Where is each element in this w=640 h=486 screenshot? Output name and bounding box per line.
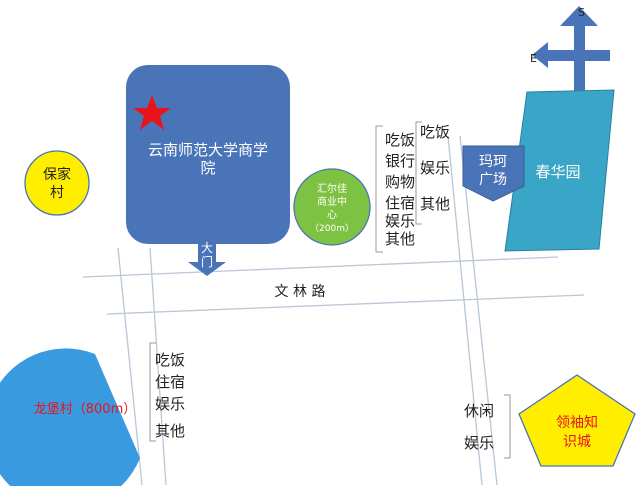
center-service-3: 购物	[385, 173, 415, 191]
compass-east-label: E	[530, 52, 537, 65]
right-services: 吃饭 娱乐 其他	[415, 121, 450, 225]
lingxiu-label-line1: 领袖知	[556, 414, 598, 431]
huierjia-label-line4: （200m）	[310, 223, 354, 234]
bottom-service-2: 住宿	[155, 373, 185, 391]
maker-plaza-label-line2: 广场	[479, 172, 507, 188]
street-left-1	[117, 247, 143, 486]
huierjia-label-line2: 商业中	[317, 195, 347, 208]
right-service-2: 娱乐	[420, 159, 450, 177]
huierjia-label-line3: 心	[327, 209, 337, 221]
leisure-item-1: 休闲	[464, 402, 494, 420]
huierjia-label-line1: 汇尔佳	[317, 182, 347, 195]
lingxiu-city: 领袖知 识城	[518, 374, 636, 467]
road-name: 文 林 路	[275, 284, 326, 300]
center-service-6: 其他	[385, 230, 415, 248]
campus-building: 云南师范大学商学 院	[126, 65, 290, 244]
compass-east-arrowhead	[532, 42, 548, 68]
compass-south-shaft	[574, 22, 585, 116]
right-services-bracket	[415, 121, 422, 225]
compass: S E	[530, 6, 610, 116]
chunhuayuan: 春华园	[504, 89, 615, 252]
compass-south-arrowhead	[560, 6, 598, 26]
baojia-circle	[24, 150, 90, 216]
campus-name-line2: 院	[200, 159, 215, 177]
huierjia-center: 汇尔佳 商业中 心 （200m）	[293, 168, 371, 246]
center-service-1: 吃饭	[385, 131, 415, 149]
street-right-2	[459, 135, 498, 486]
roads	[82, 135, 585, 486]
gate-label-line2: 门	[201, 254, 213, 269]
compass-south-label: S	[578, 6, 585, 19]
baojia-village: 保家 村	[24, 150, 90, 216]
bottom-service-4: 其他	[155, 422, 185, 440]
road-lower-edge	[106, 294, 585, 315]
leisure-list: 休闲 娱乐	[464, 394, 511, 459]
longbao-village: 龙堡村（800m）	[0, 348, 140, 486]
road-upper-edge	[82, 256, 559, 278]
longbao-label: 龙堡村（800m）	[34, 401, 136, 417]
chunhuayuan-block	[504, 89, 615, 252]
center-service-2: 银行	[385, 152, 415, 170]
campus-name-line1: 云南师范大学商学	[148, 141, 268, 159]
leisure-bracket	[504, 394, 511, 459]
compass-east-shaft	[548, 50, 610, 61]
center-service-4: 住宿	[385, 194, 415, 212]
bottom-service-3: 娱乐	[155, 395, 185, 413]
right-service-1: 吃饭	[420, 123, 450, 141]
gate-arrow: 大 门	[188, 240, 226, 276]
street-left-2	[149, 247, 167, 486]
gate-arrow-shape	[188, 240, 226, 276]
maker-plaza-label-line1: 玛珂	[479, 154, 507, 170]
maker-plaza: 玛珂 广场	[462, 145, 525, 202]
right-service-3: 其他	[420, 195, 450, 213]
lingxiu-shape	[518, 374, 636, 467]
street-right-1	[447, 135, 483, 486]
baojia-label-line1: 保家	[43, 166, 71, 183]
longbao-shape	[0, 348, 140, 486]
bottom-services-bracket	[149, 342, 156, 442]
center-services-bracket	[375, 125, 383, 253]
bottom-services: 吃饭 住宿 娱乐 其他	[149, 342, 185, 442]
bottom-service-1: 吃饭	[155, 351, 185, 369]
center-services: 吃饭 银行 购物 住宿 娱乐 其他	[375, 125, 415, 253]
baojia-label-line2: 村	[50, 185, 64, 201]
star-icon	[133, 95, 171, 130]
lingxiu-label-line2: 识城	[563, 434, 591, 450]
huierjia-circle	[293, 168, 371, 246]
leisure-item-2: 娱乐	[464, 434, 494, 452]
gate-label-line1: 大	[201, 241, 213, 255]
chunhuayuan-label: 春华园	[535, 163, 580, 181]
maker-plaza-shape	[462, 145, 525, 202]
center-service-5: 娱乐	[385, 212, 415, 230]
